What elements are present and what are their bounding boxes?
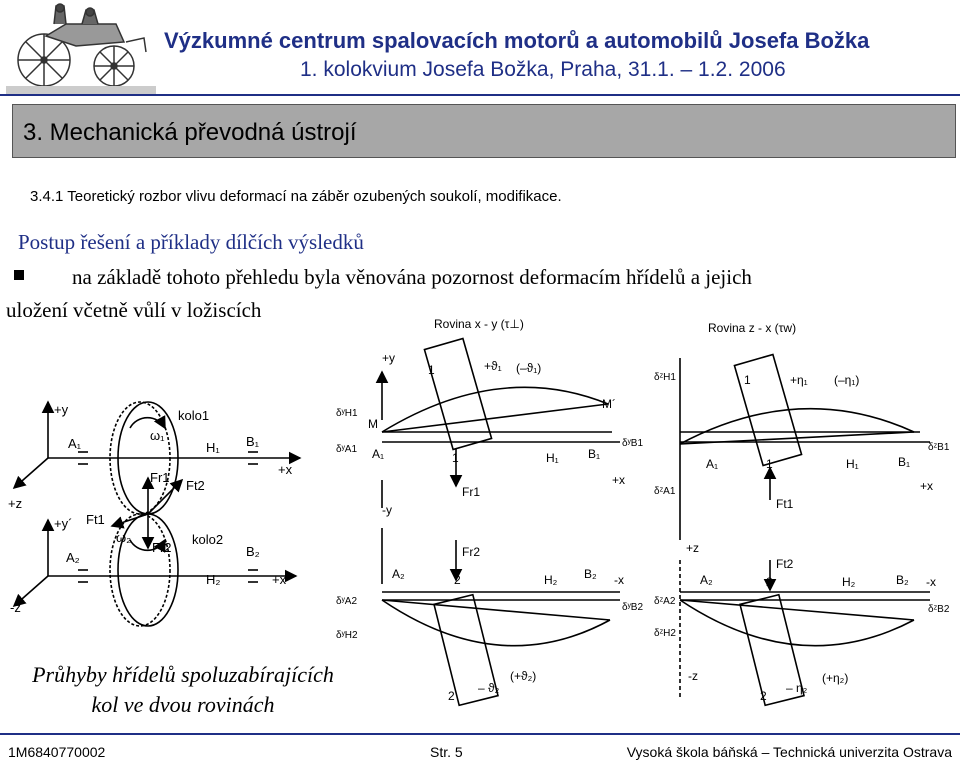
left-plus-y: +y	[54, 402, 69, 417]
right-minus-z: -z	[688, 669, 698, 683]
steam-car-logo	[6, 3, 156, 94]
left-minus-z-prime: -z´	[10, 600, 25, 615]
mid-B1: B₁	[588, 447, 600, 461]
right-eta1-minus: (–η₁)	[834, 373, 859, 387]
mid-H2: H₂	[544, 573, 558, 587]
right-H1: H₁	[846, 457, 859, 471]
mid-Fr1: Fr1	[462, 485, 480, 499]
mid-A1: A₁	[372, 447, 384, 461]
gear2-label: kolo2	[192, 532, 223, 547]
mid-B2: B₂	[584, 567, 597, 581]
right-dA2: δᶻA2	[654, 596, 676, 607]
right-dB1: δᶻB1	[928, 442, 950, 453]
right-plus-x: +x	[920, 479, 933, 493]
right-eta2-plus: (+η₂)	[822, 671, 848, 685]
right-dH1: δᶻH1	[654, 372, 676, 383]
mid-H1: H₁	[546, 451, 559, 465]
bullet-square-icon	[14, 270, 24, 280]
right-one-top: 1	[744, 373, 751, 387]
mid-dA2: δʸA2	[336, 596, 357, 607]
mid-theta2-plus: (+ϑ₂)	[510, 669, 536, 683]
mid-A2: A₂	[392, 567, 405, 581]
institution-name: Výzkumné centrum spalovacích motorů a au…	[164, 28, 870, 53]
plane-xy-title: Rovina x - y (τ⊥)	[434, 317, 524, 331]
footer-project-code: 1M6840770002	[8, 744, 106, 760]
right-B1: B₁	[898, 455, 910, 469]
right-H2: H₂	[842, 575, 856, 589]
right-dA1: δᶻA1	[654, 486, 676, 497]
left-A1: A₁	[68, 436, 82, 451]
left-B1: B₁	[246, 434, 260, 449]
left-plus-y-prime: +y´	[54, 516, 72, 531]
right-dB2: δᶻB2	[928, 604, 950, 615]
right-B2: B₂	[896, 573, 909, 587]
mid-dH1: δʸH1	[336, 408, 358, 419]
figure-caption-line1: Průhyby hřídelů spoluzabírajících	[32, 662, 334, 687]
chapter-title: 3. Mechanická převodná ústrojí	[23, 119, 357, 146]
right-eta1-plus: +η₁	[790, 373, 808, 387]
header-divider	[0, 94, 960, 96]
right-two-bottom: 2	[760, 689, 767, 703]
right-A2: A₂	[700, 573, 713, 587]
mid-minus-x: -x	[614, 573, 624, 587]
mid-one-top: 1	[428, 363, 435, 377]
conference-name: 1. kolokvium Josefa Božka, Praha, 31.1. …	[300, 58, 786, 81]
right-eta2-minus: – η₂	[786, 681, 808, 695]
mid-one: 1	[452, 451, 459, 465]
left-plus-x-prime: +x´	[272, 572, 290, 587]
left-H2: H₂	[206, 572, 220, 587]
mid-two-bottom: 2	[448, 689, 455, 703]
left-omega2: ω₂	[116, 530, 131, 545]
left-A2: A₂	[66, 550, 80, 565]
right-one: 1	[766, 457, 773, 471]
mid-minus-y: -y	[382, 503, 392, 517]
right-two: 2	[766, 575, 773, 589]
footer-university: Vysoká škola báňská – Technická univerzi…	[626, 744, 952, 760]
left-B2: B₂	[246, 544, 260, 559]
left-omega1: ω₁	[150, 428, 165, 443]
mid-dH2: δʸH2	[336, 630, 358, 641]
figure-caption-line2: kol ve dvou rovinách	[91, 692, 275, 717]
left-H1: H₁	[206, 440, 220, 455]
bullet-text-line1: na základě tohoto přehledu byla věnována…	[72, 265, 752, 289]
left-Ft1: Ft1	[86, 512, 105, 527]
left-plus-z: +z	[8, 496, 22, 511]
right-A1: A₁	[706, 457, 718, 471]
right-minus-x: -x	[926, 575, 936, 589]
mid-M: M	[368, 417, 378, 431]
slide-heading: Postup řešení a příklady dílčích výsledk…	[18, 230, 364, 254]
section-title: 3.4.1 Teoretický rozbor vlivu deformací …	[30, 188, 562, 205]
right-Ft2: Ft2	[776, 557, 794, 571]
mid-Fr2: Fr2	[462, 545, 480, 559]
bullet-text-line2: uložení včetně vůlí v ložiscích	[6, 298, 262, 322]
mid-dA1: δʸA1	[336, 444, 357, 455]
mid-plus-y: +y	[382, 351, 395, 365]
right-dH2: δᶻH2	[654, 628, 676, 639]
shaft-deflection-figure: Rovina x - y (τ⊥) Rovina z - x (τw) +y k…	[8, 317, 950, 707]
left-Fr1: Fr1	[150, 470, 170, 485]
footer-page-number: Str. 5	[430, 744, 463, 760]
mid-dB1: δʸB1	[622, 438, 643, 449]
mid-dB2: δʸB2	[622, 602, 643, 613]
footer-divider	[0, 733, 960, 735]
right-plus-z: +z	[686, 541, 699, 555]
right-Ft1: Ft1	[776, 497, 794, 511]
mid-two: 2	[454, 573, 461, 587]
left-Ft2: Ft2	[186, 478, 205, 493]
gear1-label: kolo1	[178, 408, 209, 423]
mid-theta2-minus: – ϑ₂	[478, 681, 500, 695]
left-plus-x: +x	[278, 462, 293, 477]
left-Fr2: Fr2	[152, 540, 172, 555]
mid-theta1-plus: +ϑ₁	[484, 359, 502, 373]
mid-plus-x: +x	[612, 473, 625, 487]
plane-zx-title: Rovina z - x (τw)	[708, 321, 796, 335]
chapter-bar: 3. Mechanická převodná ústrojí	[12, 104, 956, 158]
mid-M-prime: M´	[602, 397, 616, 411]
mid-theta1-minus: (–ϑ₁)	[516, 361, 541, 375]
